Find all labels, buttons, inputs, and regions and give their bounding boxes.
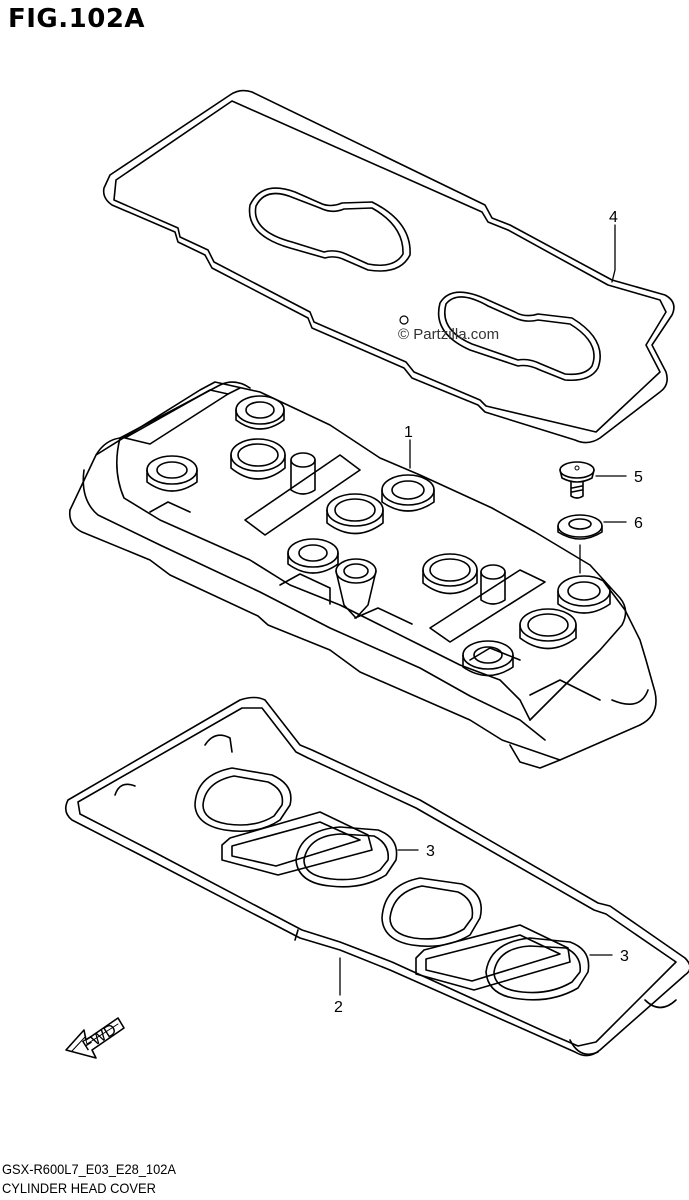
cover-boss-b bbox=[480, 564, 506, 605]
bolt-part-5[interactable] bbox=[559, 461, 627, 499]
cover-ring-6 bbox=[287, 538, 339, 574]
cover-ring-4 bbox=[381, 474, 435, 512]
cover-ring-3 bbox=[230, 438, 286, 480]
cover-ring-9 bbox=[557, 575, 611, 614]
cover-plate-part-4[interactable] bbox=[102, 89, 675, 444]
lower-gasket-part-2[interactable] bbox=[64, 696, 689, 1057]
callout-3a: 3 bbox=[426, 843, 435, 860]
callout-4: 4 bbox=[609, 209, 618, 226]
cylinder-head-cover-part-1[interactable] bbox=[68, 381, 657, 769]
figure-title: FIG.102A bbox=[8, 4, 146, 34]
callout-1: 1 bbox=[404, 424, 413, 441]
diagram-code: GSX-R600L7_E03_E28_102A bbox=[2, 1161, 177, 1177]
cover-ring-2 bbox=[146, 455, 198, 492]
cover-ring-7 bbox=[335, 558, 377, 619]
washer-part-6[interactable] bbox=[557, 514, 627, 574]
cover-boss-a bbox=[290, 452, 316, 495]
callout-5: 5 bbox=[634, 469, 643, 486]
callout-6: 6 bbox=[634, 515, 643, 532]
callout-2: 2 bbox=[334, 999, 343, 1016]
cover-ring-1 bbox=[235, 395, 285, 430]
cover-ring-11 bbox=[462, 640, 514, 677]
fwd-arrow-icon bbox=[65, 1017, 125, 1059]
diagram-name: CYLINDER HEAD COVER bbox=[2, 1180, 156, 1196]
watermark-text: © Partzilla.com bbox=[398, 326, 500, 343]
cover-ring-5 bbox=[326, 493, 384, 535]
cover-ring-8 bbox=[422, 553, 478, 595]
callout-3b: 3 bbox=[620, 948, 629, 965]
cover-ring-10 bbox=[519, 608, 577, 650]
fwd-label: FWD bbox=[80, 1021, 120, 1055]
